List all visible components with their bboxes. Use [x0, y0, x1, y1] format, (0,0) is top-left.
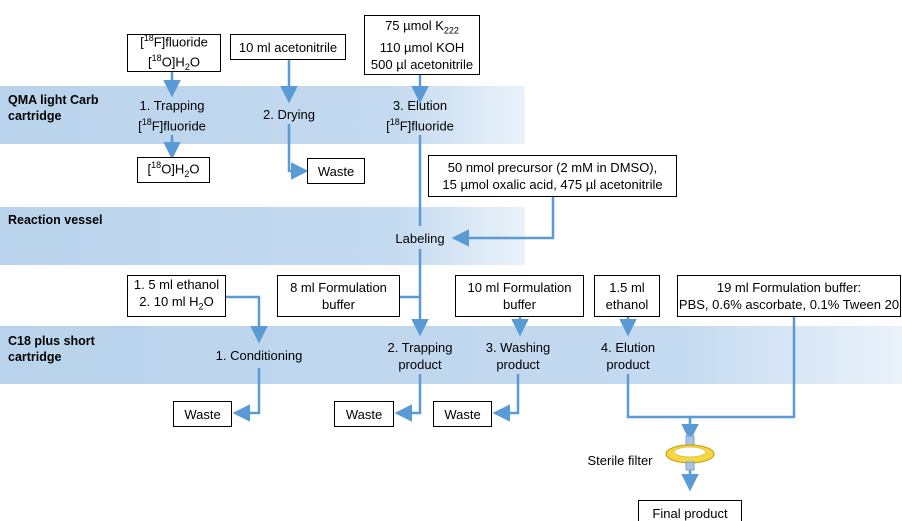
arrow-washing-to-waste: [492, 374, 520, 422]
precursor-mix-input-box: 50 nmol precursor (2 mM in DMSO), 15 µmo…: [428, 155, 677, 197]
elution-mix-input-box: 75 µmol K222 110 µmol KOH 500 µl acetoni…: [364, 15, 480, 75]
arrow-conditioning-to-waste: [232, 368, 261, 422]
acetonitrile-input-box: 10 ml acetonitrile: [230, 34, 346, 60]
band-title-qma: QMA light Carb cartridge: [8, 93, 99, 123]
ethanol-input-box: 1.5 ml ethanol: [594, 275, 660, 317]
band-title-c18: C18 plus short cartridge: [8, 334, 95, 364]
reaction-band: [0, 207, 525, 265]
step-trapping-product: 2. Trapping product: [387, 340, 453, 372]
waste-box-trapping: Waste: [334, 401, 394, 427]
step-elution: 3. Elution [18F]fluoride: [386, 98, 454, 134]
step-labeling: Labeling: [395, 231, 445, 246]
band-title-reaction: Reaction vessel: [8, 213, 103, 227]
fluoride-water-input-box: [18F]fluoride [18O]H2O: [127, 33, 221, 72]
waste-box-conditioning: Waste: [173, 401, 232, 427]
step-drying: 2. Drying: [262, 107, 316, 122]
final-product-box: Final product: [638, 500, 742, 521]
formulation-10ml-input-box: 10 ml Formulation buffer: [455, 275, 584, 317]
arrow-formulation19-to-filter: [681, 317, 796, 442]
conditioning-input-box: 1. 5 ml ethanol 2. 10 ml H2O: [127, 275, 226, 317]
step-conditioning: 1. Conditioning: [215, 348, 303, 363]
waste-box-washing: Waste: [433, 401, 492, 427]
arrow-conditioning-input: [226, 295, 268, 344]
arrow-elution-to-filter: [626, 374, 690, 419]
sterile-filter-icon: [665, 435, 715, 471]
formulation-8ml-input-box: 8 ml Formulation buffer: [277, 275, 400, 317]
arrow-precursor-to-labeling: [451, 197, 555, 247]
arrow-drying-to-waste: [287, 124, 309, 180]
arrow-trapping-to-waste: [394, 374, 422, 422]
step-elution-product: 4. Elution product: [600, 340, 656, 372]
c18-band: [0, 326, 902, 384]
waste-box-drying: Waste: [307, 158, 365, 184]
step-washing-product: 3. Washing product: [485, 340, 551, 372]
qma-band: [0, 86, 525, 144]
sterile-filter-label: Sterile filter: [587, 453, 653, 468]
step-trapping: 1. Trapping [18F]fluoride: [138, 98, 206, 134]
formulation-19ml-input-box: 19 ml Formulation buffer: PBS, 0.6% asco…: [677, 275, 901, 317]
water-output-box: [18O]H2O: [137, 157, 210, 183]
